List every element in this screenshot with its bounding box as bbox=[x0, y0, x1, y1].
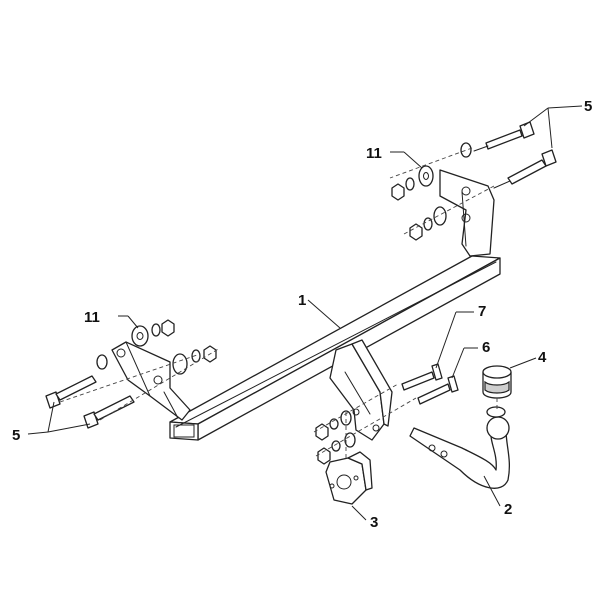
callout-5-top: 5 bbox=[584, 98, 592, 115]
ball-cover bbox=[482, 365, 512, 399]
callout-2: 2 bbox=[504, 501, 512, 518]
tow-ball-arm bbox=[409, 406, 511, 489]
callout-3: 3 bbox=[370, 514, 378, 531]
bolt-left-1 bbox=[45, 375, 97, 409]
socket-plate bbox=[325, 451, 373, 505]
bolt-top-1 bbox=[473, 121, 535, 152]
callout-6: 6 bbox=[482, 339, 490, 356]
center-hitch-plate bbox=[329, 339, 393, 441]
callout-11-top: 11 bbox=[366, 145, 382, 162]
callout-1: 1 bbox=[298, 292, 306, 309]
left-bracket bbox=[111, 341, 191, 421]
callout-5-left: 5 bbox=[12, 427, 20, 444]
nut-left-top bbox=[161, 319, 175, 337]
nut-center-bottom bbox=[317, 447, 331, 465]
nut-center-top bbox=[315, 423, 329, 441]
crossbar-beam bbox=[169, 255, 501, 441]
bolt-top-2 bbox=[493, 149, 557, 189]
bolt-left-2 bbox=[83, 395, 135, 429]
callout-11-left: 11 bbox=[84, 309, 100, 326]
nut-right-bottom bbox=[409, 223, 423, 241]
callout-4: 4 bbox=[538, 349, 547, 366]
bolt-part-7 bbox=[401, 363, 443, 391]
callout-7: 7 bbox=[478, 303, 486, 320]
nut-right-top bbox=[391, 183, 405, 201]
right-bracket bbox=[439, 169, 495, 257]
